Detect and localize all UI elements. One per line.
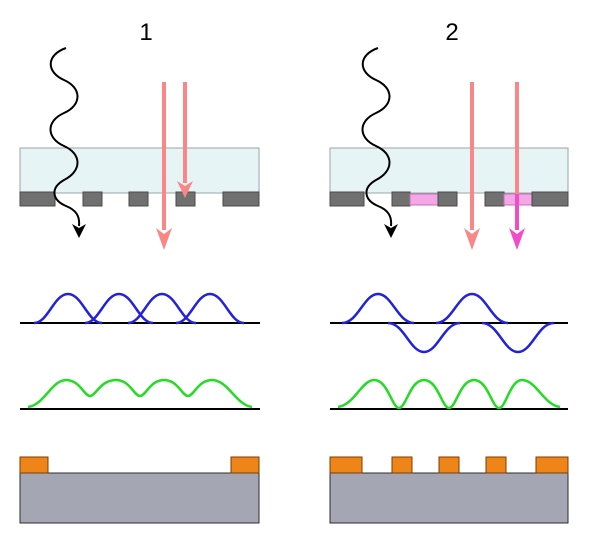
amplitude-peak (33, 292, 103, 325)
chrome-pattern (19, 191, 260, 207)
amplitude-peak (175, 292, 245, 325)
substrate (19, 472, 260, 524)
phase-shifter (409, 193, 439, 206)
transmitted-light-ray (464, 82, 480, 250)
mask-glass (329, 147, 569, 194)
chrome-block (391, 191, 411, 207)
intensity-plot (20, 378, 260, 410)
panel-1-label: 1 (139, 19, 152, 46)
transmitted-light-ray (177, 82, 193, 198)
resist-block (391, 456, 413, 474)
arrow-head (177, 181, 193, 198)
arrow-head (156, 228, 172, 250)
chrome-block (437, 191, 458, 207)
wafer-result (329, 456, 569, 524)
resist-block (230, 456, 260, 474)
chrome-block (128, 191, 149, 207)
intensity-curve (337, 378, 561, 410)
arrow-head (384, 224, 398, 238)
field-amplitude-plot (330, 292, 568, 354)
resist-block (438, 456, 460, 474)
intensity-plot (330, 378, 568, 410)
arrow-head (464, 228, 480, 250)
chrome-block (531, 191, 569, 207)
phase-shifted-light-ray (509, 82, 525, 250)
chrome-block (222, 191, 260, 207)
intensity-curve (27, 378, 253, 409)
substrate (329, 472, 569, 524)
field-amplitude-plot (20, 292, 260, 325)
chrome-block (82, 191, 103, 207)
resist-block (485, 456, 507, 474)
resist-block (19, 456, 49, 474)
arrow-head (509, 228, 525, 250)
panel-1: 1 (19, 19, 260, 524)
resist-block (535, 456, 569, 474)
resist-block (329, 456, 363, 474)
amplitude-peak (341, 292, 415, 325)
chrome-block (329, 191, 365, 207)
mask-glass (19, 147, 260, 194)
amplitude-peak (84, 292, 154, 325)
chrome-block (19, 191, 56, 207)
amplitude-trough (481, 321, 555, 354)
panel-2: 2 (329, 19, 569, 524)
wafer-result (19, 456, 260, 524)
transmitted-light-ray (156, 82, 172, 250)
panel-2-label: 2 (445, 19, 458, 46)
amplitude-trough (387, 321, 461, 354)
amplitude-peak (435, 292, 509, 325)
chrome-block (484, 191, 505, 207)
arrow-head (72, 224, 86, 238)
blocked-light-ray (49, 47, 86, 238)
blocked-light-ray (361, 47, 398, 238)
